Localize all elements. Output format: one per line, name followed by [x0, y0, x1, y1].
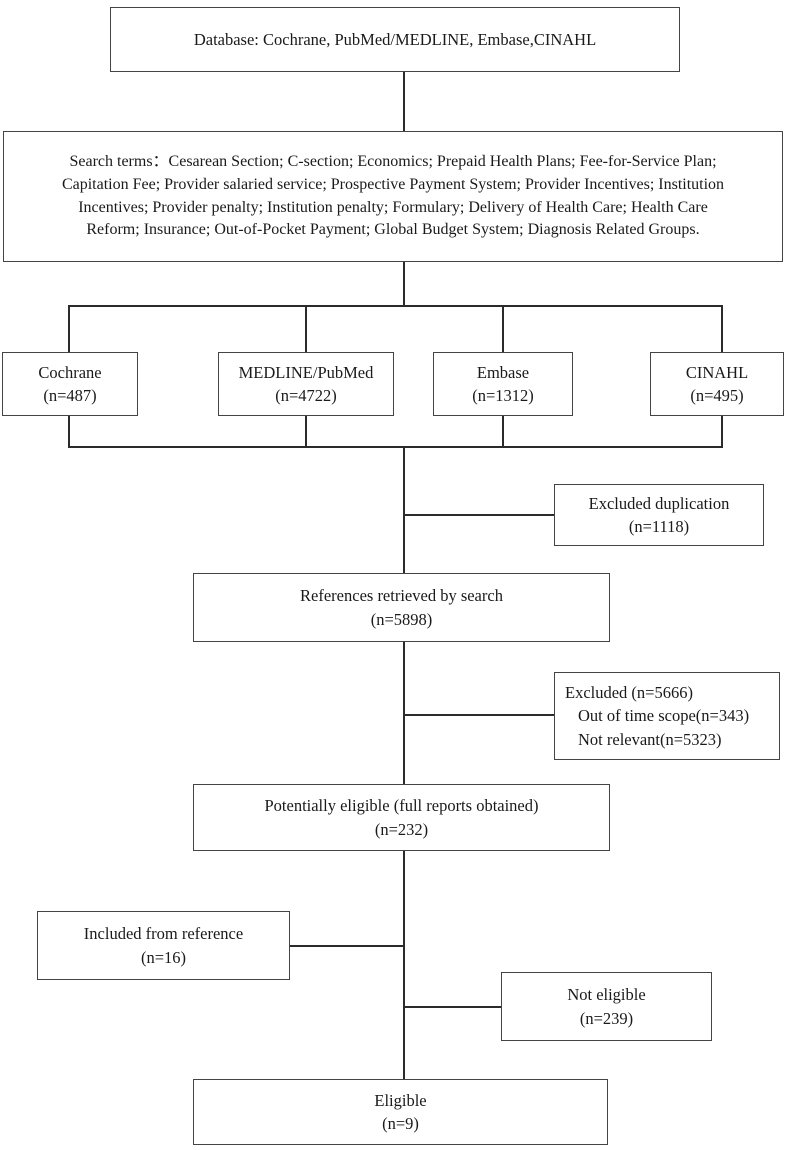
node-cinahl: CINAHL (n=495): [650, 352, 784, 416]
node-not-eligible-label: Not eligible: [567, 985, 646, 1005]
connector-branch-excluded-duplication: [403, 514, 555, 516]
node-excluded-screening-line-1: Excluded (n=5666): [565, 682, 693, 702]
node-excluded-duplication: Excluded duplication (n=1118): [554, 484, 764, 546]
node-included-from-reference-label: Included from reference: [83, 924, 244, 944]
search-terms-line-3: Incentives; Provider penalty; Institutio…: [78, 198, 708, 216]
connector-distribution-bar: [68, 305, 722, 307]
connector-rise-embase: [502, 416, 504, 448]
node-excluded-duplication-label: Excluded duplication: [588, 493, 730, 513]
node-excluded-screening-line-2: Out of time scope(n=343): [578, 706, 750, 726]
node-excluded-screening-line-3: Not relevant(n=5323): [578, 729, 722, 749]
node-embase: Embase (n=1312): [433, 352, 573, 416]
node-database-label: Database: Cochrane, PubMed/MEDLINE, Emba…: [193, 29, 597, 49]
connector-merge-to-references: [403, 446, 405, 574]
connector-database-to-search: [403, 72, 405, 131]
node-eligible-label: Eligible: [374, 1090, 427, 1110]
node-eligible: Eligible (n=9): [193, 1079, 608, 1145]
node-not-eligible: Not eligible (n=239): [501, 972, 712, 1041]
connector-branch-included-from-reference: [290, 945, 405, 947]
connector-references-to-potentially-eligible: [403, 642, 405, 784]
connector-branch-excluded-screening: [403, 714, 555, 716]
connector-rise-medline: [305, 416, 307, 448]
node-potentially-eligible-count: (n=232): [374, 819, 429, 839]
node-potentially-eligible-label: Potentially eligible (full reports obtai…: [264, 796, 539, 816]
search-terms-line-1: Search terms：Cesarean Section; C-section…: [69, 153, 717, 171]
node-excluded-duplication-count: (n=1118): [628, 517, 690, 536]
node-excluded-screening: Excluded (n=5666) Out of time scope(n=34…: [554, 672, 780, 760]
connector-drop-embase: [502, 305, 504, 353]
node-potentially-eligible: Potentially eligible (full reports obtai…: [193, 784, 610, 851]
connector-rise-cochrane: [68, 416, 70, 448]
connector-drop-cochrane: [68, 305, 70, 353]
connector-drop-medline: [305, 305, 307, 353]
node-included-from-reference-count: (n=16): [140, 947, 187, 967]
node-embase-label: Embase: [476, 362, 530, 382]
node-cinahl-count: (n=495): [690, 386, 744, 405]
node-cochrane: Cochrane (n=487): [2, 352, 138, 416]
node-medline-count: (n=4722): [275, 386, 337, 405]
node-references-retrieved-label: References retrieved by search: [300, 586, 503, 606]
search-terms-line-4: Reform; Insurance; Out-of-Pocket Payment…: [86, 221, 700, 239]
node-not-eligible-count: (n=239): [579, 1008, 634, 1028]
connector-search-to-distribution: [403, 262, 405, 306]
connector-merge-bar: [68, 446, 722, 448]
node-medline: MEDLINE/PubMed (n=4722): [218, 352, 394, 416]
connector-rise-cinahl: [721, 416, 723, 448]
connector-drop-cinahl: [721, 305, 723, 353]
connector-branch-not-eligible: [403, 1006, 502, 1008]
node-references-retrieved-count: (n=5898): [370, 609, 433, 629]
node-cinahl-label: CINAHL: [685, 362, 749, 382]
node-cochrane-count: (n=487): [43, 386, 97, 405]
connector-potentially-eligible-to-eligible: [403, 851, 405, 1079]
node-references-retrieved: References retrieved by search (n=5898): [193, 573, 610, 642]
node-database: Database: Cochrane, PubMed/MEDLINE, Emba…: [110, 7, 680, 72]
node-search-terms: Search terms：Cesarean Section; C-section…: [3, 131, 783, 262]
node-embase-count: (n=1312): [472, 386, 534, 405]
search-terms-line-2: Capitation Fee; Provider salaried servic…: [61, 175, 725, 193]
node-medline-label: MEDLINE/PubMed: [238, 362, 374, 382]
node-cochrane-label: Cochrane: [38, 362, 102, 382]
node-included-from-reference: Included from reference (n=16): [37, 911, 290, 980]
node-eligible-count: (n=9): [382, 1114, 419, 1133]
